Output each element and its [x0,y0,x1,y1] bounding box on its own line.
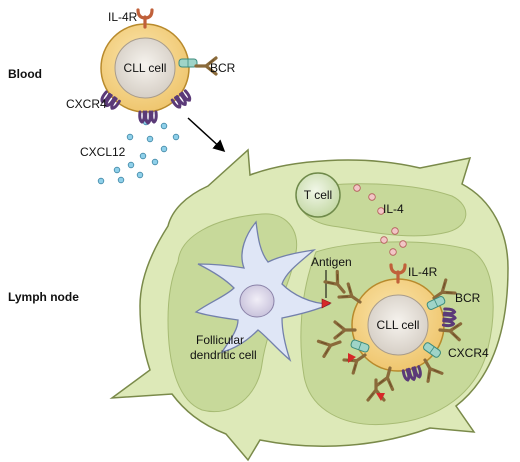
antigen-label: Antigen [311,255,352,269]
t-cell-label: T cell [304,188,332,202]
cxcl12-label: CXCL12 [80,145,126,159]
follicular-dendritic-cell [194,220,331,362]
il4-molecules [353,184,407,256]
lymph-node-cll-cell: CLL cell [333,263,463,391]
ln-cxcr4-label: CXCR4 [448,346,489,360]
blood-cll-cell-label: CLL cell [124,61,167,75]
cxcr4-label: CXCR4 [66,97,107,111]
fdc-label-line1: Follicular [196,333,244,347]
t-cell: T cell [295,172,341,218]
ln-bcr-label: BCR [455,291,481,305]
bcr-label: BCR [210,61,236,75]
migration-arrow-icon [187,117,226,153]
il4-label: IL-4 [383,202,404,216]
cxcl12-molecules [97,118,180,185]
blood-cll-cell: CLL cell [98,8,218,125]
ln-il4r-label: IL-4R [408,265,438,279]
ln-antigen-bound-bcr-icons [316,269,386,402]
lymph-node-section-label: Lymph node [8,290,79,304]
il4r-label: IL-4R [108,10,138,24]
fdc-label-line2: dendritic cell [190,348,257,362]
antigen-icon [321,298,332,309]
ln-cll-cell-label: CLL cell [377,318,420,332]
blood-section-label: Blood [8,67,42,81]
